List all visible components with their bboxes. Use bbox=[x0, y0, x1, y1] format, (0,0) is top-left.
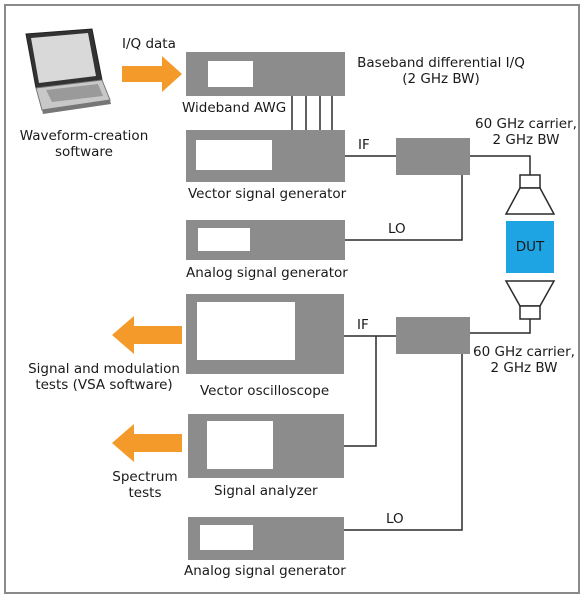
if-label-bottom: IF bbox=[357, 317, 369, 333]
tx-line-to-antenna bbox=[470, 155, 531, 175]
analog-signal-generator-bottom-label: Analog signal generator bbox=[184, 563, 346, 579]
rx-line-from-antenna bbox=[470, 319, 531, 334]
vsg-screen bbox=[196, 140, 272, 170]
lo-label-bottom: LO bbox=[386, 511, 404, 527]
signal-analyzer-label: Signal analyzer bbox=[214, 483, 318, 499]
lo-label-top: LO bbox=[388, 221, 406, 237]
arrow-spectrum bbox=[112, 424, 182, 462]
signal-analyzer bbox=[188, 414, 344, 478]
wideband-awg bbox=[186, 52, 345, 96]
analog-signal-generator-top bbox=[186, 220, 345, 260]
asg-bottom-screen bbox=[200, 525, 253, 550]
if-line-to-analyzer bbox=[344, 336, 377, 447]
mixer-top bbox=[396, 138, 470, 175]
analog-signal-generator-bottom bbox=[188, 517, 344, 560]
dut-label: DUT bbox=[515, 239, 545, 255]
horn-antenna-icon bbox=[504, 174, 556, 215]
waveform-software-label: Waveform-creation software bbox=[19, 128, 149, 160]
dut bbox=[506, 221, 554, 273]
laptop-icon bbox=[25, 28, 111, 114]
vector-oscilloscope bbox=[186, 294, 344, 374]
vector-signal-generator-label: Vector signal generator bbox=[188, 186, 347, 202]
analyzer-screen bbox=[207, 421, 273, 469]
mixer-bottom bbox=[396, 317, 470, 354]
arrow-to-awg bbox=[122, 56, 182, 92]
iq-differential-lines bbox=[291, 96, 333, 130]
awg-screen bbox=[208, 61, 253, 87]
asg-top-screen bbox=[198, 228, 250, 251]
horn-antenna-icon bbox=[504, 280, 556, 320]
arrow-signal-modulation bbox=[112, 316, 182, 354]
analog-signal-generator-top-label: Analog signal generator bbox=[186, 265, 348, 281]
signal-modulation-label: Signal and modulation tests (VSA softwar… bbox=[28, 361, 180, 393]
oscilloscope-screen bbox=[197, 302, 295, 360]
wideband-awg-label: Wideband AWG bbox=[182, 100, 287, 116]
lo-line-bottom bbox=[344, 335, 463, 531]
carrier-label-bottom: 60 GHz carrier, 2 GHz BW bbox=[473, 344, 575, 376]
spectrum-label: Spectrum tests bbox=[112, 469, 178, 501]
iq-data-label: I/Q data bbox=[122, 36, 176, 52]
vector-signal-generator bbox=[186, 130, 345, 182]
vector-oscilloscope-label: Vector oscilloscope bbox=[200, 383, 330, 399]
baseband-label: Baseband differential I/Q (2 GHz BW) bbox=[357, 55, 525, 87]
carrier-label-top: 60 GHz carrier, 2 GHz BW bbox=[475, 116, 577, 148]
if-label-top: IF bbox=[358, 137, 370, 153]
